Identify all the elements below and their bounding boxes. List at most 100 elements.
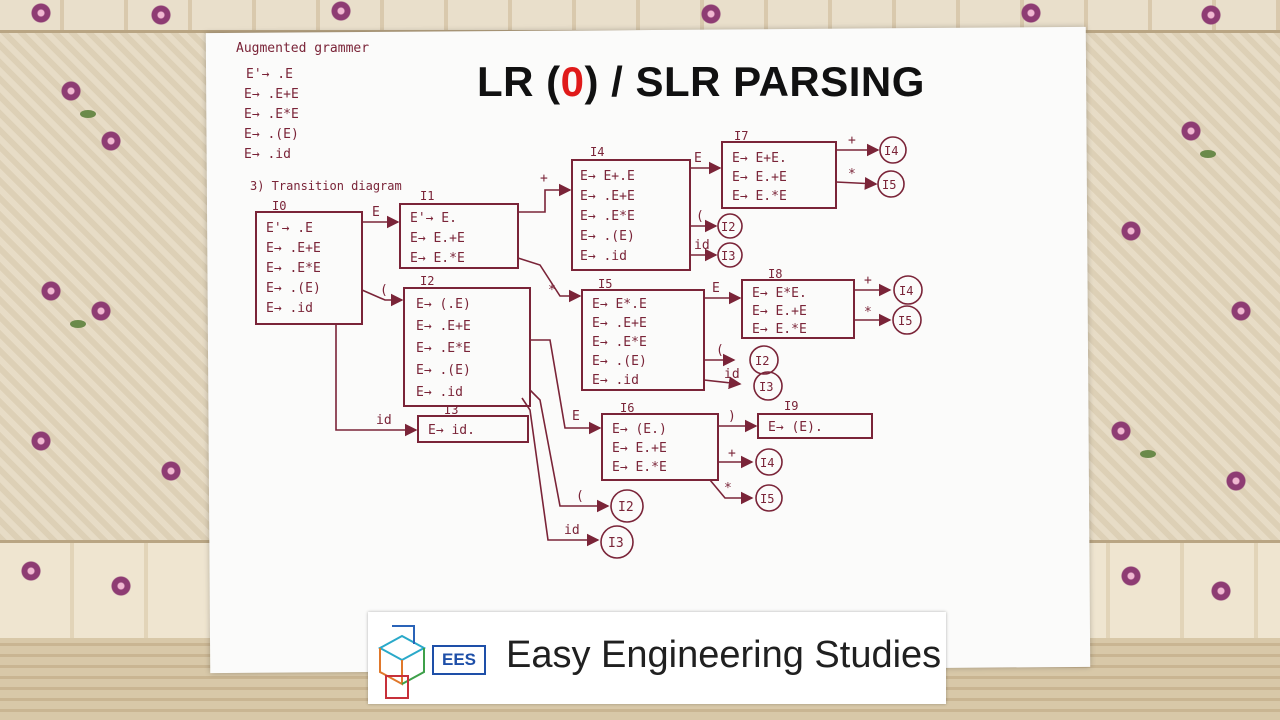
edge-label: ( [716,343,724,358]
edge-label: id [564,523,580,538]
state-i1-item: E→ E.+E [410,231,465,246]
state-i4-item: E→ E+.E [580,169,635,184]
flower-decoration [110,575,132,597]
flower-decoration [1230,300,1252,322]
state-label-i1: I1 [420,189,434,203]
edge-label: id [694,238,710,253]
flower-decoration [100,130,122,152]
state-label-i2: I2 [420,274,434,288]
state-i4-item: E→ .E*E [580,209,635,224]
channel-logo-banner [368,612,946,704]
flower-decoration [1020,2,1042,24]
edge-i0-i2 [361,289,404,307]
ref-node-label: I3 [721,249,735,263]
state-label-i9: I9 [784,399,798,413]
title-prefix: LR ( [477,58,561,105]
ref-node-label: I2 [618,500,634,515]
state-i9-item: E→ (E). [768,420,823,435]
state-label-i3: I3 [444,403,458,417]
state-i0-item: E→ .E*E [266,261,321,276]
ref-node-i2 [749,345,779,375]
state-i5-item: E→ .E+E [592,316,647,331]
flower-decoration [1210,580,1232,602]
flower-decoration [40,280,62,302]
state-i5-item: E→ .id [592,373,639,388]
state-label-i7: I7 [734,129,748,143]
title-zero: 0 [560,58,585,105]
transition-heading: 3) Transition diagram [250,179,402,193]
state-box-i7 [721,141,837,209]
state-i1-item: E'→ E. [410,211,457,226]
flower-decoration [60,80,82,102]
flower-decoration [330,0,352,22]
state-i6-item: E→ E.+E [612,441,667,456]
state-box-i2 [403,287,531,407]
flower-decoration [20,560,42,582]
channel-name: Easy Engineering Studies [506,634,942,676]
edge-label: * [848,167,856,182]
edge-label: + [540,171,548,186]
state-box-i1 [399,203,519,269]
augmented-rule: E→ .E*E [244,107,299,122]
edge-i0-i3 [335,324,418,437]
state-label-i4: I4 [590,145,604,159]
augmented-heading: Augmented grammer [236,41,369,56]
edge-label: * [864,305,872,320]
ref-node-label: I5 [898,314,912,328]
flower-decoration [150,4,172,26]
state-label-i0: I0 [272,199,286,213]
state-i2-item: E→ (.E) [416,297,471,312]
state-i0-item: E→ .E+E [266,241,321,256]
state-i0-item: E'→ .E [266,221,313,236]
leaf-decoration [1140,450,1156,458]
edge-label: + [848,133,856,148]
ref-node-i3 [600,525,634,559]
edge-i1-i4 [518,183,572,213]
state-label-i6: I6 [620,401,634,415]
state-box-i4 [571,159,691,271]
edge-label: + [864,273,872,288]
state-label-i8: I8 [768,267,782,281]
ref-node-i4 [893,275,923,305]
ref-node-label: I4 [884,144,898,158]
edge-label: + [728,446,736,461]
ref-node-i5 [892,305,922,335]
state-i5-item: E→ .(E) [592,354,647,369]
augmented-rule: E→ .E+E [244,87,299,102]
state-i6-item: E→ (E.) [612,422,667,437]
edge-i1-i5 [517,257,582,303]
edge-i5-ref-i3 [703,376,742,390]
flower-decoration [1225,470,1247,492]
ref-node-i3 [717,242,743,268]
state-i5-item: E→ .E*E [592,335,647,350]
flower-decoration [1180,120,1202,142]
ref-node-label: I4 [760,456,774,470]
edge-label: E [572,409,580,424]
ref-node-i2 [610,489,644,523]
state-i8-item: E→ E.+E [752,304,807,319]
ref-node-i5 [877,170,905,198]
edge-label: * [724,481,732,496]
state-box-i8 [741,279,855,339]
cube-logo-icon [377,625,427,699]
state-box-i0 [255,211,363,325]
state-i7-item: E→ E+E. [732,151,787,166]
augmented-rule: E→ .id [244,147,291,162]
ref-node-i2 [717,213,743,239]
state-i6-item: E→ E.*E [612,460,667,475]
state-i2-item: E→ .(E) [416,363,471,378]
flower-decoration [90,300,112,322]
ref-node-label: I3 [608,536,624,551]
state-i3-item: E→ id. [428,423,475,438]
state-box-i3 [417,415,529,443]
flower-decoration [160,460,182,482]
flower-decoration [700,3,722,25]
state-i7-item: E→ E.+E [732,170,787,185]
edge-label: id [376,413,392,428]
state-i5-item: E→ E*.E [592,297,647,312]
ref-node-i4 [755,448,783,476]
flower-decoration [1110,420,1132,442]
state-i4-item: E→ .(E) [580,229,635,244]
ees-badge: EES [432,645,486,675]
